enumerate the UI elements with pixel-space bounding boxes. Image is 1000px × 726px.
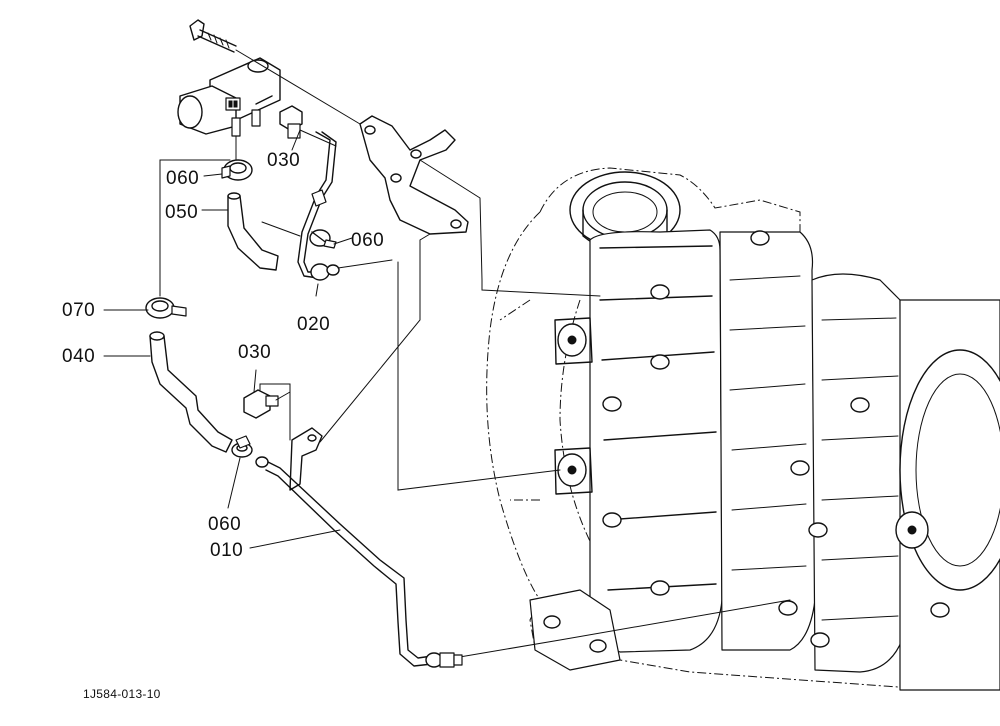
label-010: 010 xyxy=(210,540,243,561)
upper-pipe-020 xyxy=(297,131,393,281)
clamp-060-upper-left xyxy=(221,135,253,181)
sensor-bolt xyxy=(189,19,237,53)
label-060-upper-left: 060 xyxy=(166,168,199,189)
label-030-lower: 030 xyxy=(238,342,271,363)
flange-bolts xyxy=(602,230,950,648)
label-070: 070 xyxy=(62,300,95,321)
sensor-bracket xyxy=(319,115,483,443)
label-060-lower: 060 xyxy=(208,514,241,535)
label-020: 020 xyxy=(297,314,330,335)
reference-code: 1J584-013-10 xyxy=(83,687,161,701)
label-050: 050 xyxy=(165,202,198,223)
engine-housing xyxy=(486,167,1000,691)
clamp-060-upper-right xyxy=(309,229,337,249)
label-040: 040 xyxy=(62,346,95,367)
leader-lines xyxy=(103,129,353,549)
label-060-upper-right: 060 xyxy=(351,230,384,251)
hose-040 xyxy=(149,331,233,453)
bolt-030-lower xyxy=(243,383,291,441)
hose-050 xyxy=(227,192,301,271)
label-030-upper: 030 xyxy=(267,150,300,171)
bolt-030-upper xyxy=(279,105,337,147)
clamp-060-lower xyxy=(231,435,253,458)
clamp-070 xyxy=(145,159,231,319)
pipe-010 xyxy=(255,427,463,668)
pressure-sensor xyxy=(177,57,281,137)
